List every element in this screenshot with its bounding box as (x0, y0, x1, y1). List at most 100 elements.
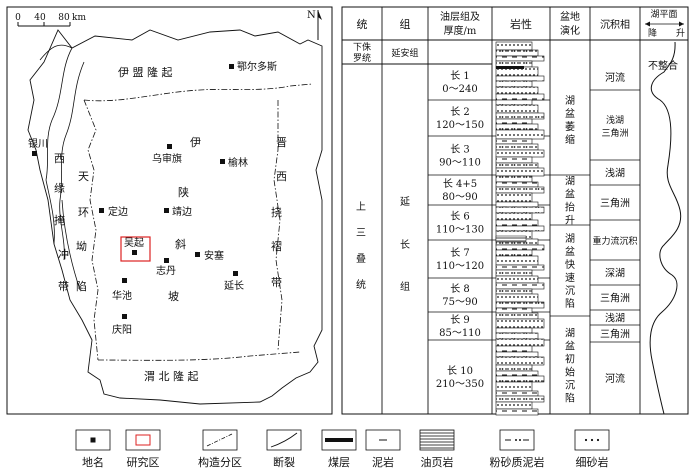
legend-item: 泥岩 (365, 429, 401, 469)
place-yinchuan: 银川 (28, 137, 48, 156)
arrow-left-icon (645, 21, 650, 27)
svg-text:快: 快 (565, 259, 575, 271)
legend-label: 断裂 (273, 455, 295, 469)
svg-text:陷: 陷 (565, 297, 575, 310)
place-marker-icon (122, 314, 127, 319)
svg-text:湖: 湖 (565, 328, 575, 340)
layer-name: 长 9 (450, 314, 470, 326)
header-lake-level: 湖平面 降 升 (645, 9, 685, 39)
svg-text:西: 西 (54, 152, 65, 165)
place-erdos: 鄂尔多斯 (229, 60, 277, 73)
lithology-band (495, 104, 539, 114)
place-marker-icon (99, 208, 104, 213)
lithology-band (495, 301, 545, 309)
north-label: N (307, 10, 316, 21)
svg-text:湖: 湖 (565, 233, 575, 245)
svg-text:长: 长 (400, 239, 410, 251)
jurassic-tong-line2: 罗统 (353, 52, 371, 64)
lithology-band (495, 186, 545, 194)
svg-text:叠: 叠 (356, 253, 366, 265)
coal-seam (496, 66, 524, 69)
facies-label: 三角洲 (600, 198, 630, 210)
header-lake-title: 湖平面 (650, 9, 677, 20)
lithology-column (495, 41, 545, 416)
layer-thickness: 210～350 (436, 379, 484, 390)
legend-item: 细砂岩 (574, 429, 610, 469)
facies-label: 浅湖 (606, 114, 624, 126)
lithology-band (495, 282, 545, 290)
lithology-band (495, 381, 533, 392)
place-wushenqi: 乌审旗 (152, 144, 182, 165)
svg-text:带: 带 (271, 276, 282, 289)
layer-name: 长 6 (450, 211, 470, 223)
svg-text:沉: 沉 (565, 284, 575, 297)
svg-text:鄂尔多斯: 鄂尔多斯 (237, 60, 277, 73)
lithology-band (495, 206, 545, 214)
legend-label: 煤层 (328, 456, 350, 469)
svg-text:萎: 萎 (565, 121, 575, 133)
lithology-band (495, 288, 533, 295)
place-huachi: 华池 (112, 278, 132, 302)
svg-text:盆: 盆 (565, 107, 575, 120)
place-marker-icon (132, 250, 137, 255)
facies-label: 三角洲 (601, 127, 628, 139)
lithology-band (495, 269, 533, 277)
lithology-band (495, 338, 545, 347)
region-tianhuan: 天 环 坳 陷 (76, 170, 89, 293)
layer-thickness: 85～110 (439, 328, 481, 339)
lithology-band (495, 225, 545, 232)
region-yimeng-uplift: 伊 盟 隆 起 (118, 65, 173, 79)
place-marker-icon (195, 252, 200, 257)
svg-text:湖: 湖 (565, 95, 575, 107)
lithology-band (495, 149, 545, 158)
lithology-band (495, 390, 539, 397)
lithology-band (495, 86, 539, 95)
facies-label: 深湖 (605, 268, 625, 280)
layer-name: 长 4+5 (443, 178, 477, 190)
lithology-band (495, 401, 533, 410)
svg-text:组: 组 (400, 280, 410, 293)
place-marker-icon (167, 144, 172, 149)
lithology-band (495, 129, 545, 140)
svg-text:靖边: 靖边 (172, 205, 192, 218)
facies-label: 河流 (605, 71, 625, 84)
basin-outline (27, 29, 323, 405)
jurassic-tong-line1: 下侏 (353, 42, 371, 53)
header-tong: 统 (357, 18, 368, 31)
place-zhidan: 志丹 (156, 258, 176, 277)
facies-label: 浅湖 (605, 312, 625, 325)
lithology-band (495, 49, 539, 57)
facies-label: 河流 (605, 372, 625, 385)
scale-tick-40: 40 (34, 13, 46, 23)
lithology-band (495, 318, 545, 329)
svg-text:褶: 褶 (271, 239, 282, 253)
layer-thickness: 110～120 (436, 261, 484, 272)
svg-text:缘: 缘 (54, 182, 65, 195)
place-yanchang: 延长 (224, 271, 244, 292)
triassic-tong: 上 三 叠 统 (356, 201, 366, 291)
place-marker-icon (122, 278, 127, 283)
legend-item: 构造分区 (198, 429, 242, 469)
svg-text:乌审旗: 乌审旗 (152, 152, 182, 165)
svg-text:始: 始 (565, 366, 575, 379)
svg-text:榆林: 榆林 (228, 156, 248, 169)
header-basin-line1: 盆地 (560, 10, 580, 23)
region-jinxi-belt: 晋 西 挠 褶 带 (271, 136, 287, 289)
lithology-band (495, 307, 533, 314)
lithology-band (495, 332, 539, 340)
place-qingyang: 庆阳 (112, 314, 132, 336)
svg-text:盆: 盆 (565, 340, 575, 353)
legend-label: 地名 (82, 455, 104, 469)
layer-name: 长 7 (450, 247, 470, 259)
header-lake-fall: 降 (648, 27, 657, 39)
svg-text:环: 环 (78, 206, 89, 219)
lithology-band (495, 219, 539, 227)
layer-name: 长 8 (450, 283, 470, 295)
layer-thickness: 80～90 (442, 192, 477, 203)
svg-text:志丹: 志丹 (156, 264, 176, 277)
tectonic-division-lines (83, 83, 313, 361)
place-wuqi: 吴起 (120, 236, 151, 262)
svg-text:陕: 陕 (178, 185, 189, 199)
